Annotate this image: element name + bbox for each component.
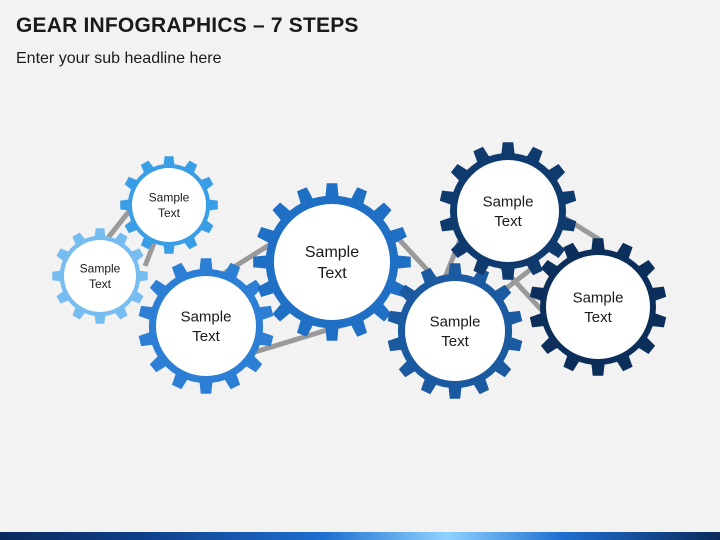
gear-center-circle [132, 168, 206, 242]
page-subtitle: Enter your sub headline here [16, 50, 222, 67]
gear-label-line1: Sample [80, 261, 121, 275]
gear-center-circle [546, 255, 650, 359]
gear-label-line2: Text [494, 213, 522, 230]
gear-center-circle [457, 160, 559, 262]
gear-label-line1: Sample [181, 309, 232, 326]
gear-label-line1: Sample [149, 190, 190, 204]
gear-label-line2: Text [192, 328, 220, 345]
gear-label-line2: Text [158, 206, 181, 220]
gear-label-line2: Text [441, 333, 469, 350]
gear-label-line2: Text [89, 277, 112, 291]
gear-label-line2: Text [584, 309, 612, 326]
gear-label-line1: Sample [573, 290, 624, 307]
gear-center-circle [156, 276, 256, 376]
page-title: GEAR INFOGRAPHICS – 7 STEPS [16, 14, 359, 37]
bottom-accent-bar [0, 532, 720, 540]
gear-center-circle [274, 204, 390, 320]
gear-center-circle [405, 281, 505, 381]
gear-center-circle [64, 240, 136, 312]
gear-label-line1: Sample [430, 314, 481, 331]
gear-label-line2: Text [317, 265, 347, 282]
gear-group: SampleTextSampleTextSampleTextSampleText… [52, 142, 667, 399]
gear-label-line1: Sample [483, 194, 534, 211]
gear-label-line1: Sample [305, 244, 359, 261]
